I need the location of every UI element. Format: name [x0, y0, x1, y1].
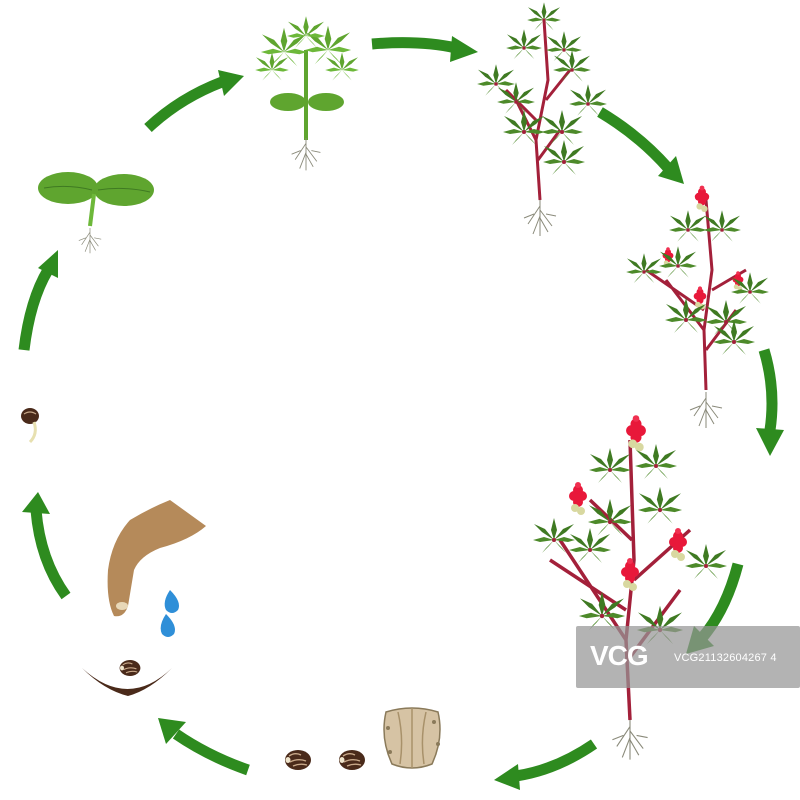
arrow-pod-to-seeds — [494, 739, 598, 790]
seeds — [284, 749, 366, 771]
arrow-seeds-to-sowing — [158, 718, 250, 776]
young-plant — [255, 16, 359, 171]
water-drop — [160, 590, 179, 637]
sowing-hand-with-water — [82, 500, 206, 696]
arrow-young-to-growing — [371, 36, 478, 62]
seed — [284, 749, 312, 771]
seed-row — [82, 659, 172, 696]
arrow-seedling-to-young — [144, 70, 244, 133]
watermark: VCG VCG21132604267 4 — [576, 626, 800, 688]
arrow-budding-to-flowering — [756, 348, 784, 456]
watermark-id: VCG21132604267 4 — [674, 652, 777, 664]
seedling — [38, 172, 154, 254]
seed-pod — [383, 707, 441, 769]
seed — [338, 749, 366, 771]
germinating-seed — [21, 408, 39, 444]
arrow-growing-to-budding — [597, 107, 684, 184]
growing-plant — [477, 2, 607, 237]
watermark-logo: VCG — [590, 640, 649, 671]
flowering-plant — [533, 415, 727, 761]
hand — [107, 500, 206, 617]
arrow-germination-to-seedling — [18, 250, 58, 351]
budding-plant — [626, 185, 769, 429]
arrow-sowing-to-germination — [22, 492, 71, 600]
